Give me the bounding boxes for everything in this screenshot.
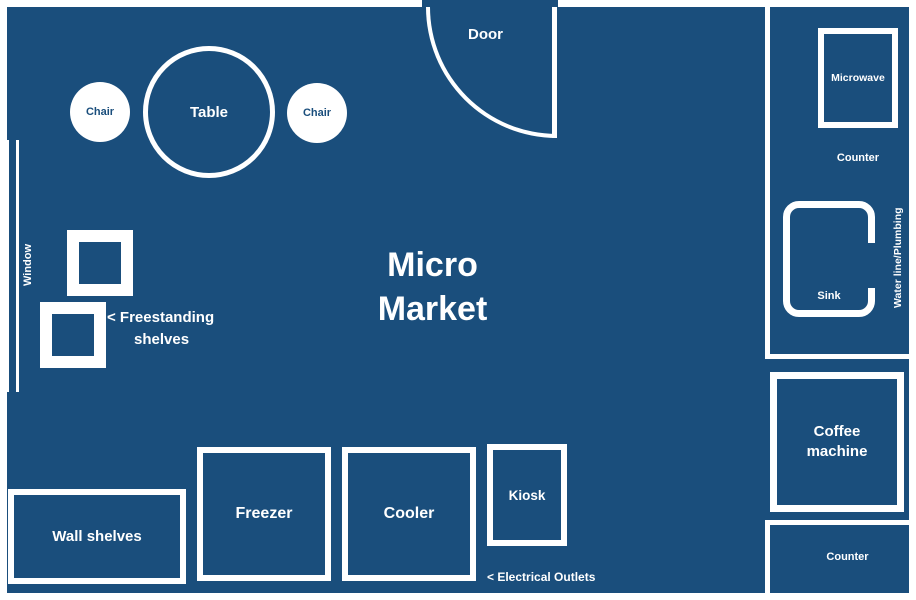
chair-right: Chair [287, 83, 347, 143]
room-title-line2: Market [377, 290, 488, 329]
partition-wall-vertical-top [765, 0, 770, 358]
microwave: Microwave [818, 28, 898, 128]
cooler: Cooler [342, 447, 476, 581]
window-symbol [6, 140, 19, 392]
wall-shelves-label: Wall shelves [52, 528, 142, 545]
room-title: Micro Market [330, 243, 535, 331]
cooler-label: Cooler [383, 505, 435, 522]
coffee-machine-label: Coffee machine [806, 422, 868, 460]
wall-shelves: Wall shelves [8, 489, 186, 584]
kiosk: Kiosk [487, 444, 567, 546]
chair-right-label: Chair [302, 107, 332, 119]
freestanding-shelf-1 [67, 230, 133, 296]
counter-bottom-label: Counter [826, 551, 869, 563]
table: Table [143, 46, 275, 178]
electrical-outlets-label: < Electrical Outlets [487, 570, 596, 584]
water-line-label: Water line/Plumbing [892, 207, 904, 309]
freestanding-shelf-2 [40, 302, 106, 368]
freestanding-shelves-label-line1: < Freestanding [107, 309, 215, 326]
freezer-label: Freezer [235, 505, 293, 522]
counter-top-label: Counter [836, 152, 880, 164]
door-opening [422, 0, 558, 7]
partition-wall-horizontal-bottom [765, 520, 916, 525]
partition-wall-horizontal-mid [765, 354, 916, 359]
freestanding-shelves-label-line2: shelves [134, 330, 190, 348]
freezer: Freezer [197, 447, 331, 581]
partition-wall-vertical-bottom [765, 520, 770, 600]
microwave-label: Microwave [831, 72, 885, 84]
kiosk-label: Kiosk [508, 487, 546, 503]
room-title-line1: Micro [387, 246, 478, 284]
sink-plumbing-opening [868, 243, 875, 288]
coffee-machine: Coffee machine [770, 372, 904, 512]
freestanding-shelves-label: < Freestanding shelves [107, 307, 214, 351]
table-label: Table [189, 103, 229, 121]
door-label: Door [468, 26, 503, 43]
sink: Sink [783, 201, 875, 317]
sink-label: Sink [817, 290, 841, 302]
chair-left-label: Chair [85, 106, 115, 118]
window-label: Window [22, 243, 34, 287]
chair-left: Chair [70, 82, 130, 142]
